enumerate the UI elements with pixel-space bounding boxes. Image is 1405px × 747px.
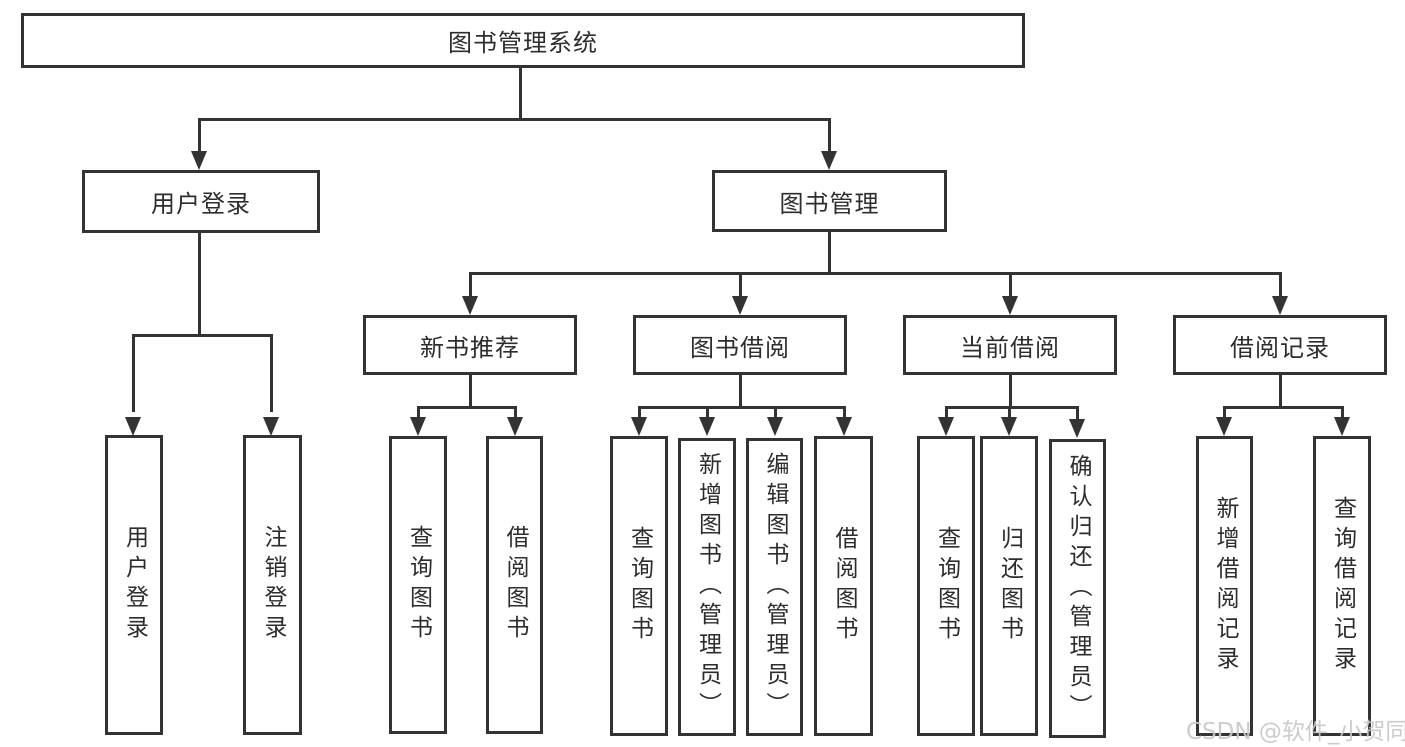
connector-drop-leaf-user-login [132, 334, 135, 412]
connector-borrow-records-stem [1279, 375, 1282, 409]
arrowhead-bb-edit-books [767, 417, 783, 436]
node-user-login: 用户登录 [82, 170, 320, 233]
connector-drop-br-add-record [1223, 406, 1226, 420]
leaf-br-add-record-label: 新增借阅记录 [1212, 496, 1238, 676]
connector-drop-new-book-recommend [469, 272, 472, 298]
arrowhead-leaf-user-login [125, 417, 141, 436]
leaf-cb-query-books: 查询图书 [917, 436, 975, 736]
leaf-bb-query-books: 查询图书 [610, 436, 668, 736]
connector-drop-cb-confirm-return [1076, 406, 1079, 420]
connector-drop-br-query-record [1341, 406, 1344, 420]
connector-drop-leaf-logout [270, 334, 273, 412]
leaf-bb-add-books-admin-label: 新增图书（管理员） [694, 452, 721, 722]
node-borrow-records-label: 借阅记录 [1230, 333, 1330, 362]
connector-drop-current-borrow [1009, 272, 1012, 298]
leaf-br-query-record-label: 查询借阅记录 [1329, 496, 1356, 676]
node-borrow-records: 借阅记录 [1173, 315, 1387, 375]
leaf-nb-borrow-books: 借阅图书 [486, 436, 543, 734]
arrowhead-current-borrow [1002, 296, 1018, 315]
node-user-login-label: 用户登录 [151, 190, 251, 218]
arrowhead-br-add-record [1216, 417, 1232, 436]
leaf-cb-return-books: 归还图书 [980, 436, 1038, 736]
connector-root-crossbar [198, 118, 831, 121]
connector-new-book-recommend-stem [469, 375, 472, 409]
leaf-cb-return-books-label: 归还图书 [996, 526, 1023, 646]
arrowhead-bb-query-books [631, 417, 647, 436]
connector-borrow-records-crossbar [1223, 406, 1344, 409]
node-library-management-system-label: 图书管理系统 [448, 29, 598, 57]
leaf-logout: 注销登录 [243, 435, 302, 735]
arrowhead-cb-query-books [938, 417, 954, 436]
arrowhead-nb-query-books [410, 417, 426, 436]
connector-book-management-crossbar [469, 272, 1282, 275]
arrowhead-book-borrow [732, 296, 748, 315]
leaf-cb-confirm-return-admin-label: 确认归还（管理员） [1065, 453, 1091, 724]
leaf-bb-add-books-admin: 新增图书（管理员） [678, 438, 736, 736]
arrowhead-nb-borrow-books [507, 417, 523, 436]
connector-drop-cb-query-books [945, 406, 948, 420]
leaf-nb-query-books: 查询图书 [389, 436, 447, 734]
connector-drop-cb-return-books [1008, 406, 1011, 420]
arrowhead-user-login [191, 151, 207, 170]
connector-new-book-recommend-crossbar [417, 406, 517, 409]
connector-book-borrow-crossbar [638, 406, 846, 409]
arrowhead-bb-add-books [699, 417, 715, 436]
node-current-borrow-label: 当前借阅 [960, 333, 1060, 362]
leaf-user-login: 用户登录 [105, 435, 163, 735]
arrowhead-book-management [821, 151, 837, 170]
node-library-management-system: 图书管理系统 [21, 13, 1025, 68]
connector-book-management-stem [828, 232, 831, 274]
connector-drop-book-borrow [739, 272, 742, 298]
node-book-management: 图书管理 [712, 170, 947, 232]
leaf-cb-query-books-label: 查询图书 [933, 526, 960, 646]
arrowhead-cb-confirm-return [1069, 419, 1085, 438]
node-book-management-label: 图书管理 [779, 189, 880, 218]
leaf-user-login-label: 用户登录 [121, 525, 148, 645]
arrowhead-borrow-records [1272, 296, 1288, 315]
leaf-bb-borrow-books: 借阅图书 [814, 436, 873, 736]
leaf-nb-borrow-books-label: 借阅图书 [502, 525, 528, 645]
arrowhead-br-query-record [1334, 417, 1350, 436]
leaf-bb-borrow-books-label: 借阅图书 [831, 526, 857, 646]
connector-drop-nb-query-books [417, 406, 420, 420]
arrowhead-cb-return-books [1001, 417, 1017, 436]
arrowhead-bb-borrow-books [836, 417, 852, 436]
node-book-borrow-label: 图书借阅 [690, 333, 790, 362]
arrowhead-leaf-logout [263, 417, 279, 436]
node-new-book-recommend: 新书推荐 [363, 315, 577, 375]
connector-current-borrow-crossbar [945, 406, 1079, 409]
connector-drop-bb-borrow-books [843, 406, 846, 420]
connector-drop-bb-add-books [706, 406, 709, 420]
leaf-bb-edit-books-admin: 编辑图书（管理员） [746, 438, 803, 736]
leaf-logout-label: 注销登录 [260, 525, 286, 645]
leaf-bb-edit-books-admin-label: 编辑图书（管理员） [762, 452, 788, 722]
connector-drop-bb-query-books [638, 406, 641, 420]
node-new-book-recommend-label: 新书推荐 [420, 333, 520, 362]
connector-user-login-crossbar [132, 334, 273, 337]
connector-drop-borrow-records [1279, 272, 1282, 298]
connector-current-borrow-stem [1009, 375, 1012, 409]
leaf-br-query-record: 查询借阅记录 [1313, 436, 1371, 736]
node-current-borrow: 当前借阅 [903, 315, 1117, 375]
node-book-borrow: 图书借阅 [633, 315, 847, 375]
connector-root-stem [519, 66, 522, 120]
leaf-nb-query-books-label: 查询图书 [405, 525, 432, 645]
leaf-br-add-record: 新增借阅记录 [1196, 436, 1253, 736]
connector-drop-book-management [828, 118, 831, 154]
connector-drop-nb-borrow-books [514, 406, 517, 420]
connector-drop-user-login [198, 118, 201, 154]
csdn-watermark: CSDN @软件_小贺同学 [1186, 719, 1405, 745]
connector-drop-bb-edit-books [774, 406, 777, 420]
arrowhead-new-book-recommend [462, 296, 478, 315]
connector-book-borrow-stem [739, 375, 742, 409]
leaf-bb-query-books-label: 查询图书 [626, 526, 653, 646]
leaf-cb-confirm-return-admin: 确认归还（管理员） [1049, 439, 1106, 738]
connector-user-login-stem [198, 233, 201, 337]
